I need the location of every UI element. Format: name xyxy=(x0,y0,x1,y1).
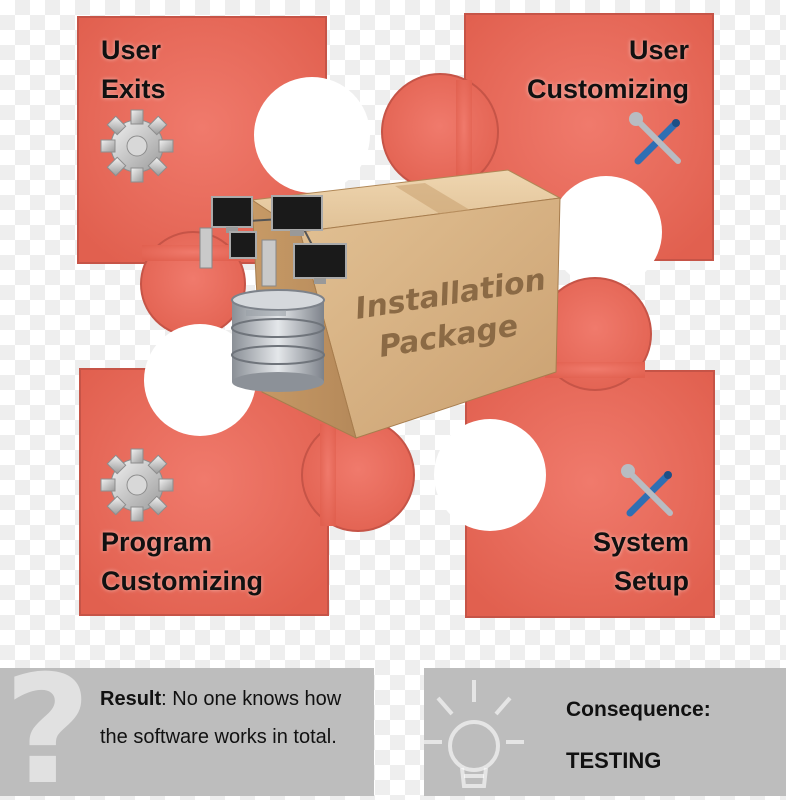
light-bulb-icon xyxy=(424,680,524,788)
gear-icon xyxy=(100,109,174,183)
label-user-customizing: User Customizing xyxy=(527,35,689,104)
consequence-heading: Consequence: xyxy=(566,698,711,721)
question-mark-icon: ? xyxy=(4,668,92,796)
computer-network-icon xyxy=(199,195,347,287)
tools-icon xyxy=(629,112,681,165)
result-heading: Result xyxy=(100,688,162,710)
database-icon xyxy=(231,289,325,392)
gear-icon xyxy=(100,448,174,522)
label-program-customizing: Program Customizing xyxy=(101,527,263,596)
piece-bottom-right xyxy=(434,277,715,618)
result-text: Result: No one knows how the software wo… xyxy=(100,680,362,756)
consequence-value: TESTING xyxy=(566,748,662,773)
tools-icon xyxy=(621,464,673,517)
label-user-exits: User Exits xyxy=(101,35,166,104)
result-panel: ? Result: No one knows how the software … xyxy=(0,668,374,796)
result-body: No one knows how the software works in t… xyxy=(100,688,342,748)
consequence-panel: Consequence: TESTING xyxy=(424,668,786,796)
label-system-setup: System Setup xyxy=(592,527,689,596)
piece-bottom-left xyxy=(79,324,415,616)
result-separator: : xyxy=(161,688,167,710)
